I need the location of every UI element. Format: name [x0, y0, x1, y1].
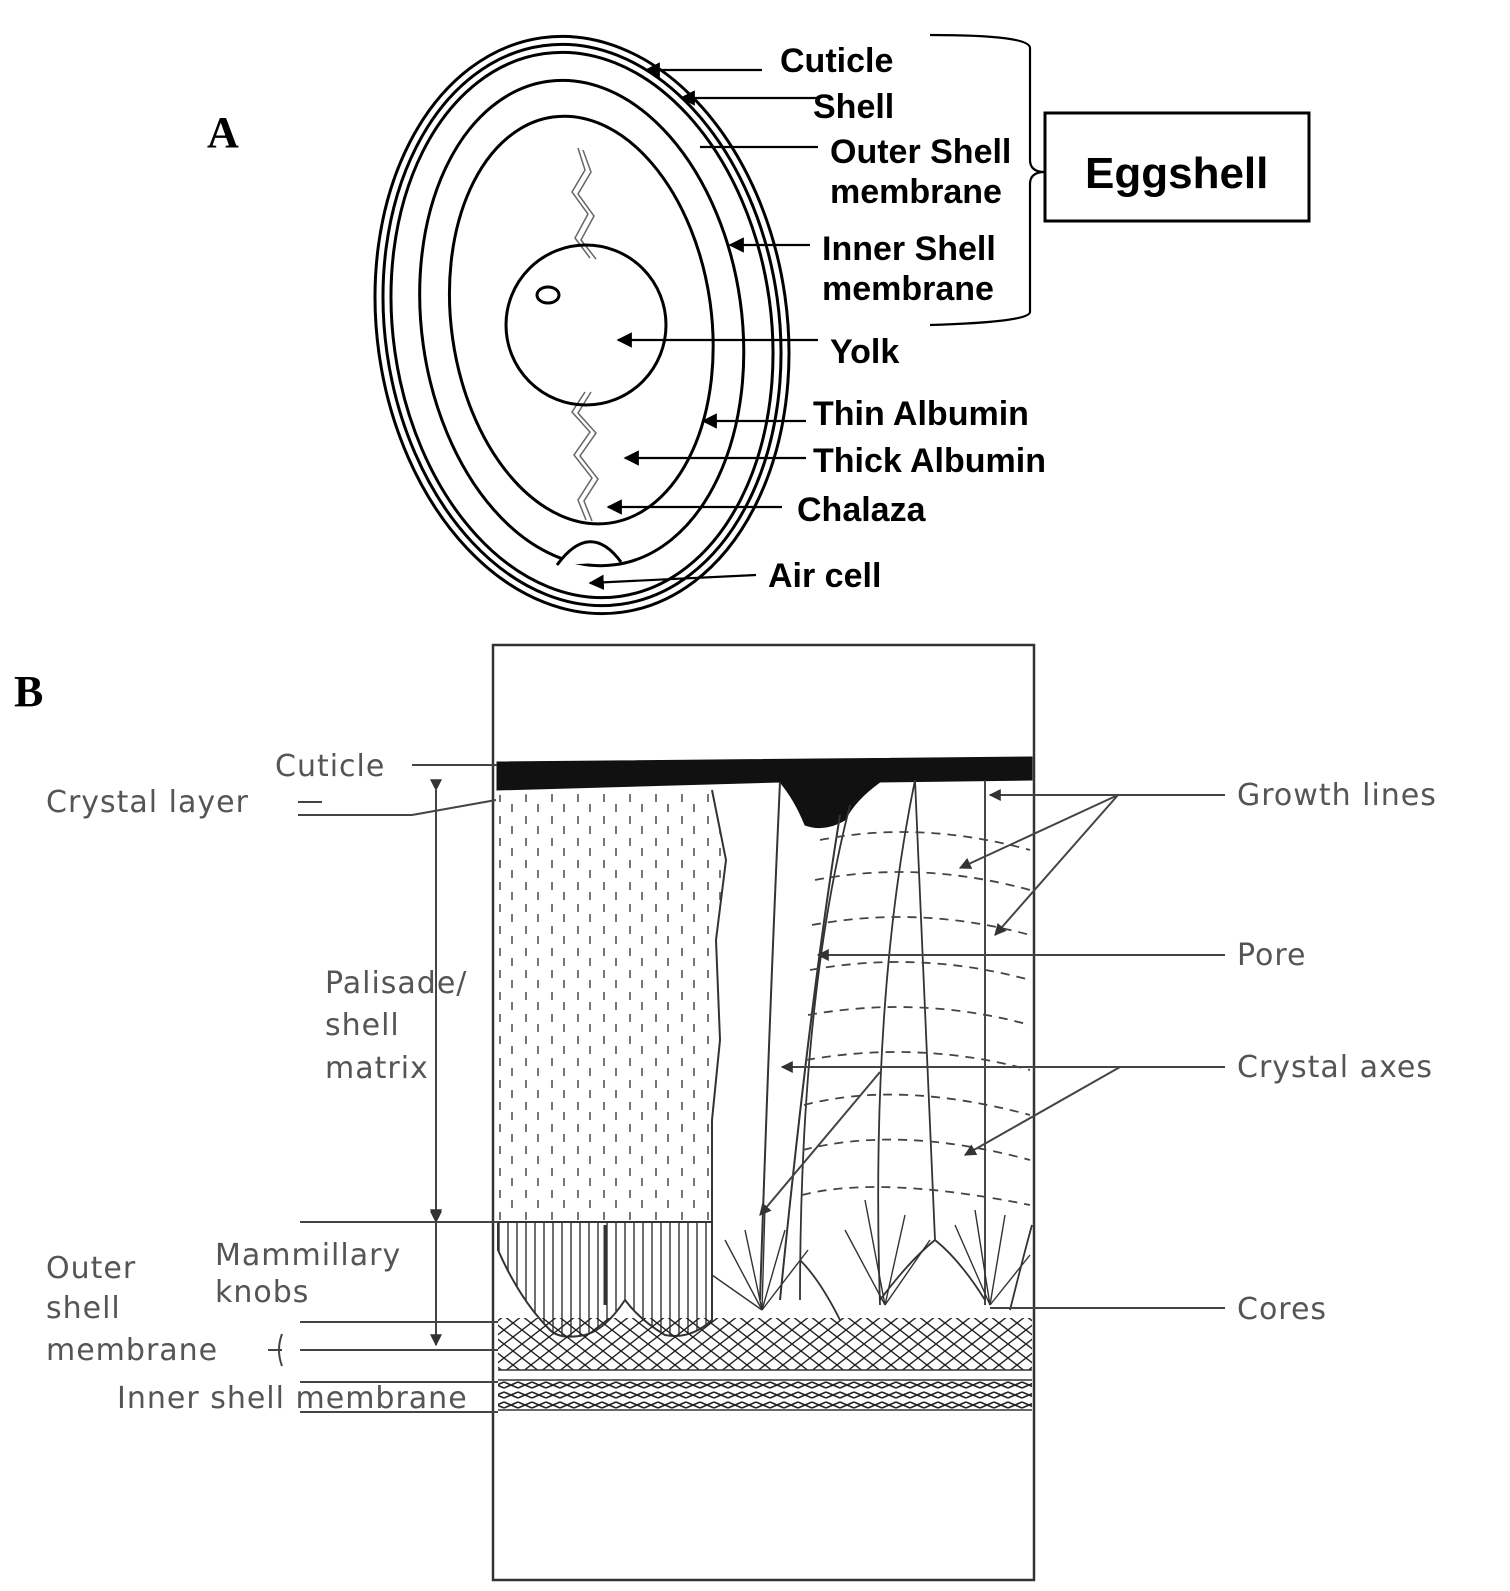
panel-a: A: [207, 33, 1311, 616]
label-chalaza: Chalaza: [797, 491, 927, 529]
germinal-disc: [535, 285, 561, 305]
yolk-shape: [504, 243, 668, 407]
panel-a-leaders: [588, 62, 818, 591]
label-b-palisade-1: Palisade/: [325, 966, 467, 1001]
label-outer-shell-membrane-2: membrane: [830, 173, 1002, 211]
label-inner-shell-membrane-2: membrane: [822, 270, 994, 308]
label-b-crystal-layer: Crystal layer: [46, 785, 249, 820]
label-b-outer-membrane-2: shell: [46, 1291, 121, 1326]
panel-b-letter: B: [14, 667, 43, 716]
panel-b: B: [14, 643, 1437, 1582]
crystal-columns: [799, 779, 1033, 1321]
label-b-pore: Pore: [1237, 938, 1307, 973]
cuticle-band: [496, 756, 1033, 829]
label-cuticle: Cuticle: [780, 42, 893, 80]
label-b-mammillary-1: Mammillary: [215, 1238, 401, 1273]
eggshell-box-label: Eggshell: [1085, 149, 1268, 198]
label-air-cell: Air cell: [768, 557, 881, 595]
label-b-crystal-axes: Crystal axes: [1237, 1050, 1433, 1085]
panel-b-scale-lines: [268, 764, 498, 1413]
label-b-mammillary-2: knobs: [215, 1275, 309, 1310]
label-b-cuticle: Cuticle: [275, 749, 385, 784]
chalaza-strands: [571, 147, 599, 522]
palisade-texture: [498, 790, 726, 1222]
label-b-palisade-3: matrix: [325, 1051, 429, 1086]
inner-membrane-hatch: [498, 1380, 1032, 1410]
outer-membrane-hatch: [498, 1318, 1032, 1370]
eggshell-box: [1043, 111, 1311, 223]
crystal-axis-rays: [711, 1199, 1031, 1311]
label-yolk: Yolk: [830, 333, 899, 371]
label-b-cores: Cores: [1237, 1292, 1327, 1327]
label-b-outer-membrane-1: Outer: [46, 1251, 136, 1286]
label-b-growth-lines: Growth lines: [1237, 778, 1437, 813]
label-b-outer-membrane-3: membrane: [46, 1333, 218, 1368]
label-shell: Shell: [813, 88, 894, 126]
label-b-palisade-2: shell: [325, 1008, 400, 1043]
panel-b-right-leaders: [759, 789, 1225, 1309]
label-outer-shell-membrane-1: Outer Shell: [830, 133, 1011, 171]
label-thin-albumin: Thin Albumin: [813, 395, 1029, 433]
label-thick-albumin: Thick Albumin: [813, 442, 1046, 480]
pore-channel: [759, 781, 841, 1301]
egg-outline: [373, 34, 791, 616]
air-cell-shape: [555, 540, 623, 566]
panel-a-letter: A: [207, 108, 239, 157]
label-b-inner-membrane: Inner shell membrane: [117, 1381, 468, 1416]
label-inner-shell-membrane-1: Inner Shell: [822, 230, 996, 268]
